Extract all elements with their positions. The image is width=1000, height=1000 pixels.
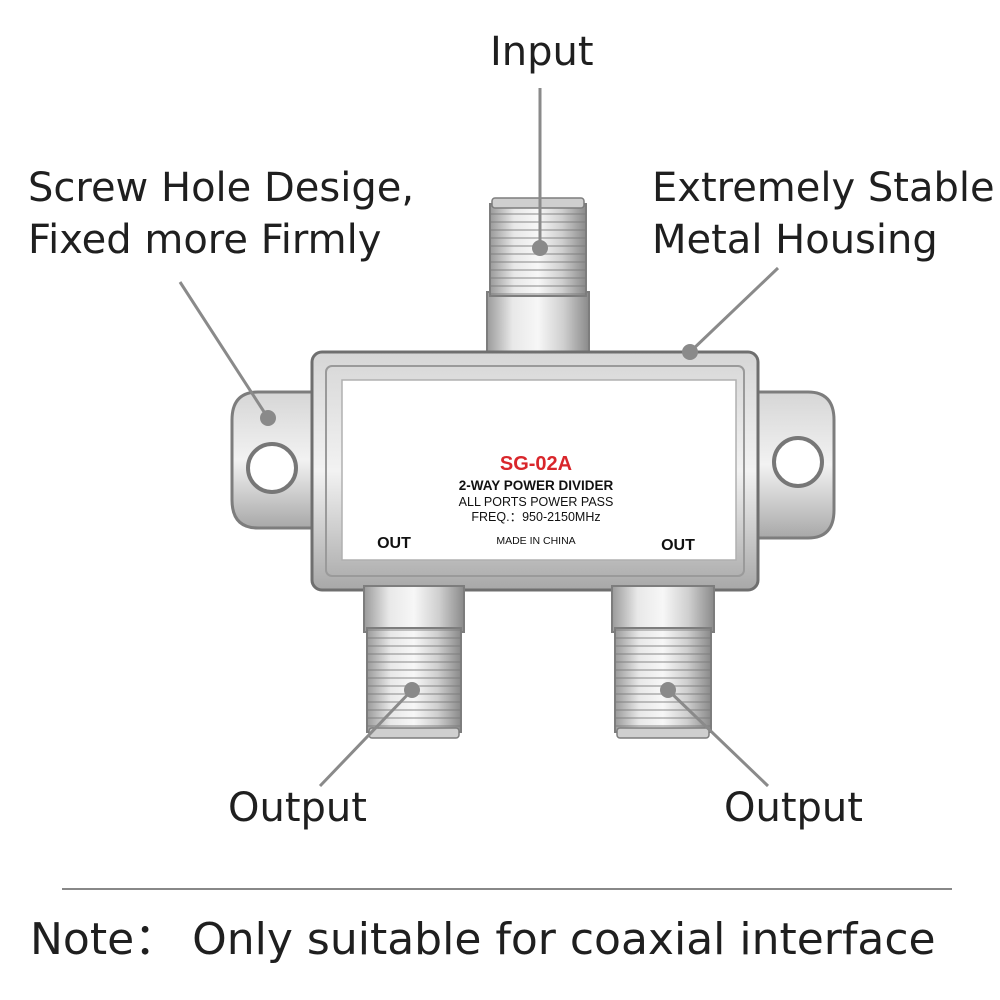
output-connector-left: [363, 585, 465, 739]
leader-output-right: [666, 688, 770, 788]
leader-output-left: [318, 688, 414, 788]
output-connector-right: [611, 585, 715, 739]
leader-housing: [688, 266, 780, 354]
left-screw-hole: [246, 442, 298, 494]
callout-output-right: Output: [724, 782, 863, 834]
leader-lines: [178, 88, 780, 788]
label-type: 2-WAY POWER DIVIDER: [459, 478, 614, 493]
left-mounting-ear: [230, 390, 320, 530]
right-screw-hole: [772, 436, 824, 488]
divider-line: [62, 888, 952, 890]
callout-housing-line2: Metal Housing: [652, 217, 938, 263]
label-out-left: OUT: [377, 535, 411, 552]
callout-housing: Extremely Stable Metal Housing: [652, 162, 995, 266]
product-label: [341, 379, 737, 561]
callout-input: Input: [490, 26, 594, 78]
note-text: Note： Only suitable for coaxial interfac…: [30, 914, 936, 965]
label-origin: MADE IN CHINA: [496, 535, 575, 547]
callout-input-text: Input: [490, 29, 594, 75]
callout-screw-line2: Fixed more Firmly: [28, 217, 382, 263]
callout-output-left: Output: [228, 782, 367, 834]
leader-dots: [260, 240, 698, 698]
leader-screw: [178, 281, 270, 419]
label-frequency: FREQ.：950-2150MHz: [471, 510, 600, 524]
label-ports: ALL PORTS POWER PASS: [459, 495, 614, 509]
label-out-right: OUT: [661, 537, 695, 554]
callout-output-right-text: Output: [724, 785, 863, 831]
callout-housing-line1: Extremely Stable: [652, 165, 995, 211]
label-model: SG-02A: [500, 453, 572, 475]
callout-screw-line1: Screw Hole Desige,: [28, 165, 415, 211]
right-mounting-ear: [750, 390, 836, 540]
input-connector: [486, 197, 590, 367]
callout-screw-hole: Screw Hole Desige, Fixed more Firmly: [28, 162, 414, 266]
metal-housing: [310, 350, 760, 592]
callout-output-left-text: Output: [228, 785, 367, 831]
